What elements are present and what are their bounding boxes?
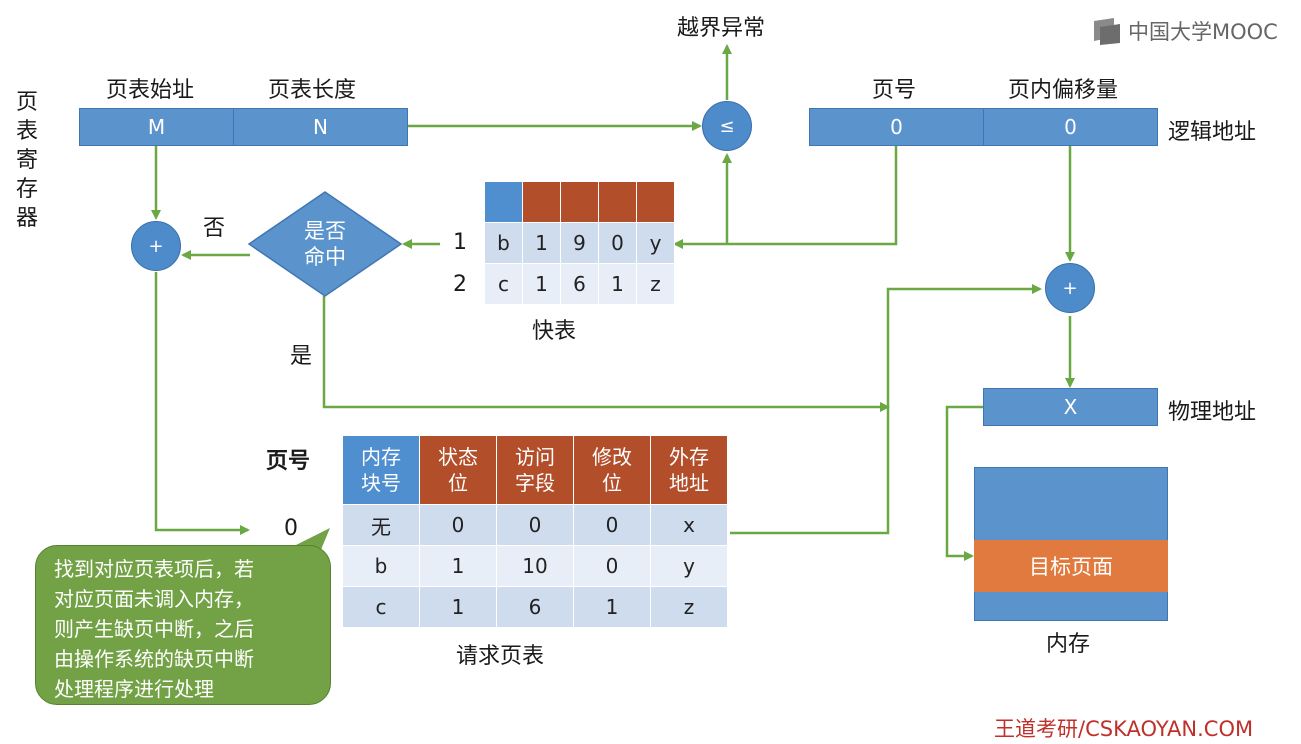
right-adder-node: +: [1045, 263, 1095, 313]
tlb-header-cell: [560, 181, 599, 223]
page-table-header: 外存地址: [650, 435, 728, 505]
page-table-cell: 6: [496, 586, 574, 628]
physical-address-cell: X: [983, 388, 1158, 426]
page-table-cell: 10: [496, 545, 574, 587]
page-table-page-col: 页号: [266, 449, 311, 474]
tlb-cell: z: [636, 263, 675, 305]
callout-line: 处理程序进行处理: [54, 677, 214, 701]
page-table-cell: 0: [419, 504, 497, 546]
callout-line: 对应页面未调入内存，: [54, 587, 254, 611]
tlb-header-row: [484, 181, 675, 223]
mooc-logo: 中国大学MOOC: [1092, 16, 1278, 46]
callout-line: 由操作系统的缺页中断: [54, 647, 254, 671]
callout-line: 找到对应页表项后，若: [54, 557, 254, 581]
page-table-header: 内存块号: [342, 435, 420, 505]
physical-address-caption: 物理地址: [1168, 400, 1257, 425]
logical-offset-label: 页内偏移量: [1008, 78, 1119, 103]
tlb-header-cell: [636, 181, 675, 223]
tlb-table: b 1 9 0 y c 1 6 1 z: [484, 181, 675, 305]
page-table-cell: 0: [573, 545, 651, 587]
page-table-caption: 请求页表: [456, 644, 545, 669]
tlb-caption: 快表: [532, 319, 577, 344]
request-page-table: 内存块号 状态位 访问字段 修改位 外存地址 无 0 0 0 x b 1 10 …: [342, 435, 728, 628]
register-start-cell: M: [79, 108, 234, 146]
page-table-cell: 0: [496, 504, 574, 546]
tlb-cell: 1: [522, 222, 561, 264]
page-table-header: 访问字段: [496, 435, 574, 505]
tlb-cell: 9: [560, 222, 599, 264]
footer-brand: 王道考研/CSKAOYAN.COM: [994, 717, 1254, 741]
page-table-cell: x: [650, 504, 728, 546]
page-table-cell: y: [650, 545, 728, 587]
page-table-cell: c: [342, 586, 420, 628]
logical-page-label: 页号: [872, 78, 917, 103]
tlb-cell: 0: [598, 222, 637, 264]
exception-label: 越界异常: [677, 16, 766, 41]
page-table-header-row: 内存块号 状态位 访问字段 修改位 外存地址: [342, 435, 728, 505]
tlb-cell: c: [484, 263, 523, 305]
tlb-cell: 1: [598, 263, 637, 305]
tlb-cell: y: [636, 222, 675, 264]
left-adder-node: +: [131, 221, 181, 271]
tlb-header-cell: [484, 181, 523, 223]
logical-offset-cell: 0: [983, 108, 1158, 146]
decision-diamond: [247, 191, 403, 297]
tlb-header-cell: [522, 181, 561, 223]
tlb-header-cell: [598, 181, 637, 223]
page-table-row: b 1 10 0 y: [342, 545, 728, 587]
page-table-cell: 0: [573, 504, 651, 546]
page-table-cell: 1: [419, 586, 497, 628]
page-table-cell: 1: [573, 586, 651, 628]
page-table-row: c 1 6 1 z: [342, 586, 728, 628]
register-length-label: 页表长度: [268, 78, 357, 103]
tlb-row: b 1 9 0 y: [484, 222, 675, 264]
callout-line: 则产生缺页中断，之后: [54, 617, 254, 641]
logical-address-caption: 逻辑地址: [1168, 120, 1257, 145]
register-length-cell: N: [233, 108, 408, 146]
page-table-header: 状态位: [419, 435, 497, 505]
mooc-logo-text: 中国大学MOOC: [1128, 20, 1278, 44]
callout-note: 找到对应页表项后，若 对应页面未调入内存， 则产生缺页中断，之后 由操作系统的缺…: [35, 545, 331, 705]
page-table-cell: b: [342, 545, 420, 587]
tlb-cell: 1: [522, 263, 561, 305]
page-table-header: 修改位: [573, 435, 651, 505]
register-title: 页表寄存器: [16, 90, 39, 231]
memory-caption: 内存: [1046, 632, 1091, 657]
tlb-row-index: 2: [453, 272, 467, 297]
page-table-row-page: 0: [284, 516, 298, 541]
compare-node: ≤: [702, 101, 752, 151]
page-table-cell: z: [650, 586, 728, 628]
page-table-cell: 1: [419, 545, 497, 587]
tlb-row-index: 1: [453, 230, 467, 255]
logical-page-cell: 0: [809, 108, 984, 146]
mooc-logo-icon: [1094, 18, 1120, 45]
register-start-label: 页表始址: [106, 78, 195, 103]
tlb-row: c 1 6 1 z: [484, 263, 675, 305]
tlb-cell: 6: [560, 263, 599, 305]
tlb-cell: b: [484, 222, 523, 264]
memory-target-page: 目标页面: [974, 540, 1168, 592]
page-table-row: 无 0 0 0 x: [342, 504, 728, 546]
decision-yes-label: 是: [290, 344, 313, 369]
decision-text: 是否 命中: [304, 219, 346, 269]
page-table-cell: 无: [342, 504, 420, 546]
decision-no-label: 否: [203, 216, 226, 241]
